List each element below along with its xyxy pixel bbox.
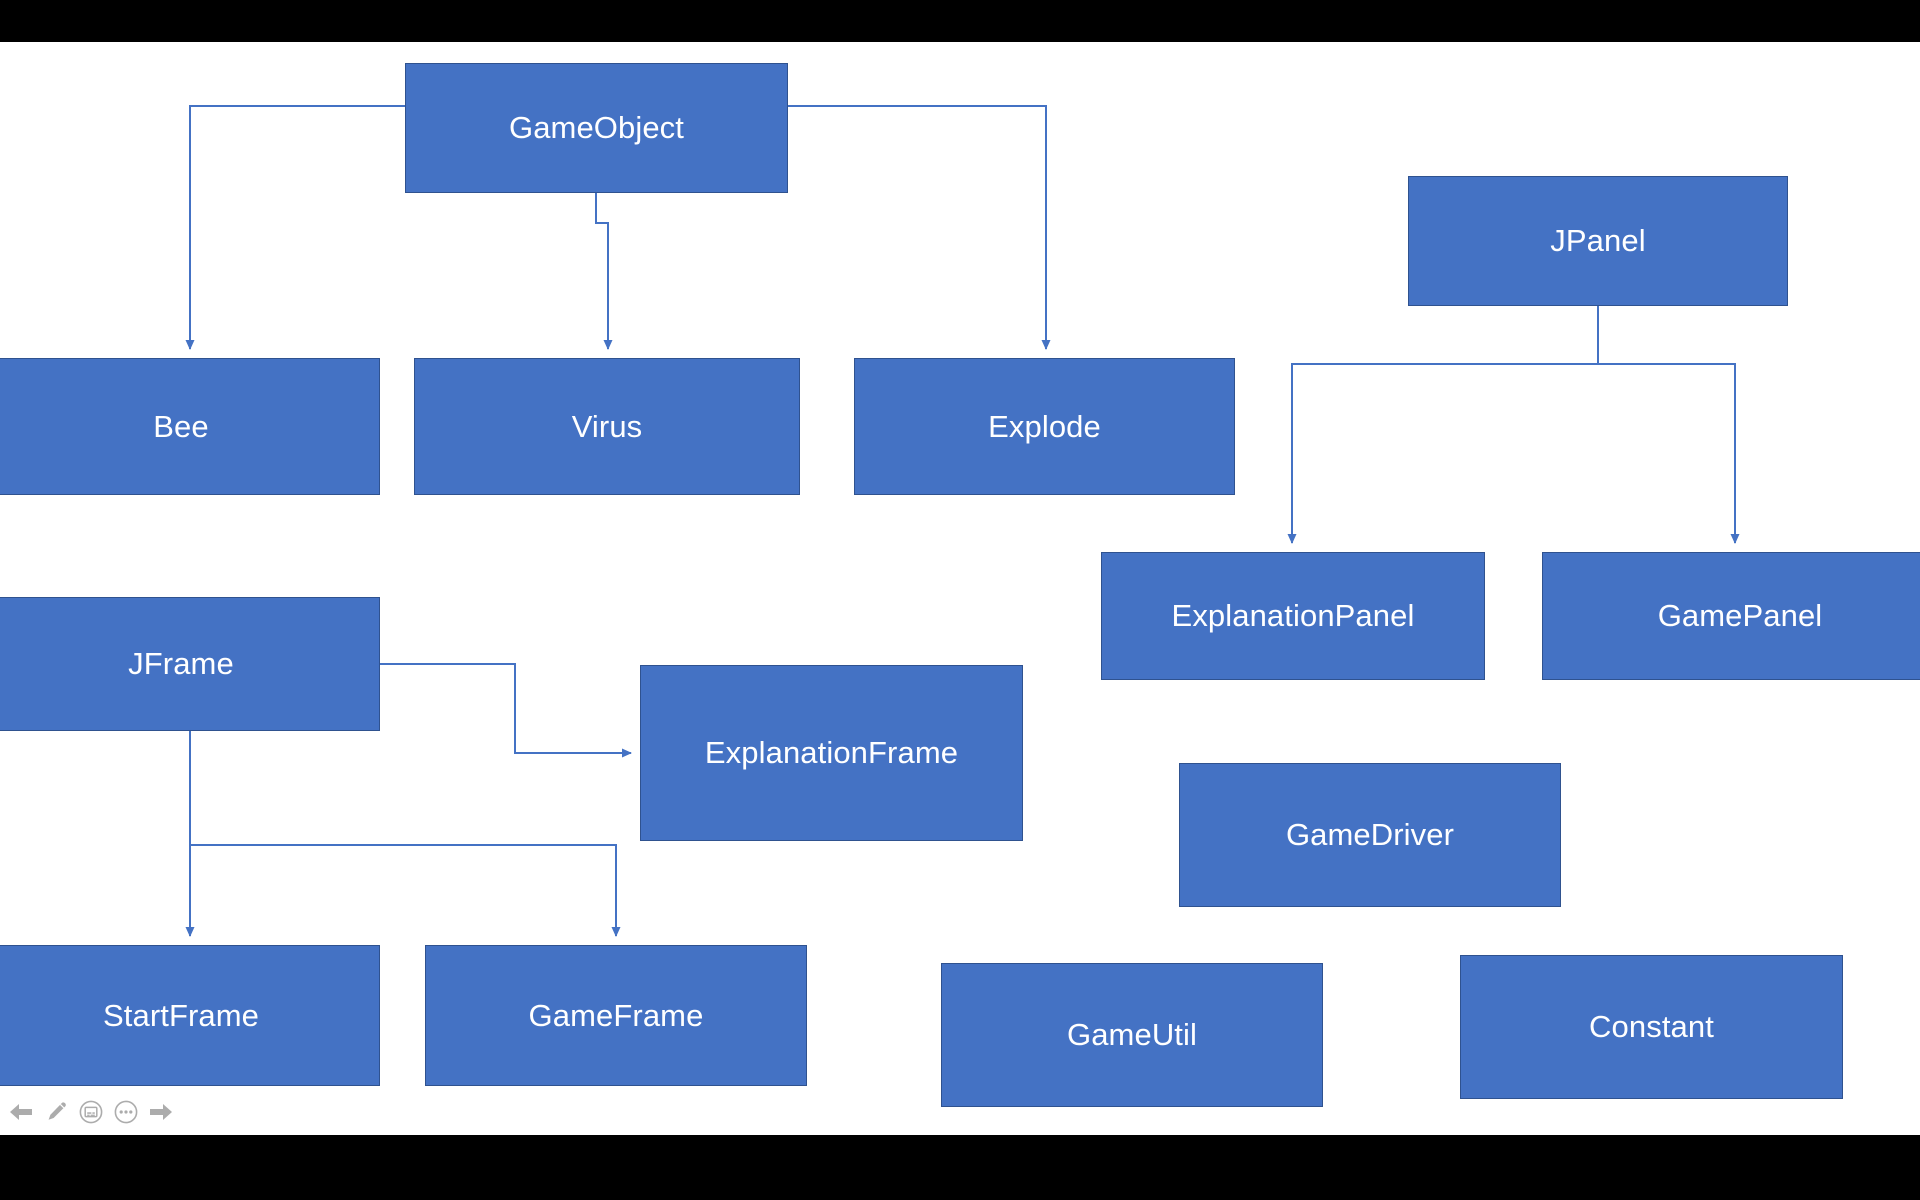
letterbox-top: [0, 0, 1920, 42]
next-arrow-icon[interactable]: [148, 1099, 174, 1125]
connector-jpanel-to-gamepanel: [1597, 306, 1740, 544]
node-label: GameUtil: [1067, 1017, 1197, 1053]
node-explanationpanel[interactable]: ExplanationPanel: [1101, 552, 1485, 680]
node-gameframe[interactable]: GameFrame: [425, 945, 807, 1086]
node-label: Bee: [153, 408, 209, 444]
node-label: Explode: [988, 408, 1101, 444]
node-jpanel[interactable]: JPanel: [1408, 176, 1788, 306]
node-label: ExplanationPanel: [1171, 598, 1415, 634]
node-label: Virus: [571, 408, 643, 444]
node-label: StartFrame: [102, 997, 260, 1033]
letterbox-bottom: [0, 1135, 1920, 1200]
slide-canvas: GameObject Bee Virus Explode JPanel Expl…: [0, 42, 1920, 1135]
more-options-icon[interactable]: [113, 1099, 139, 1125]
node-label: JPanel: [1550, 223, 1646, 259]
connector-jpanel-to-explanationpanel: [1287, 306, 1599, 544]
node-label: GamePanel: [1657, 598, 1823, 634]
node-gameobject[interactable]: GameObject: [405, 63, 788, 193]
node-gamepanel[interactable]: GamePanel: [1542, 552, 1920, 680]
node-label: GameFrame: [528, 997, 704, 1033]
node-constant[interactable]: Constant: [1460, 955, 1843, 1099]
node-label: Constant: [1589, 1009, 1714, 1045]
node-startframe[interactable]: StartFrame: [0, 945, 380, 1086]
node-label: ExplanationFrame: [704, 735, 959, 771]
node-gamedriver[interactable]: GameDriver: [1179, 763, 1561, 907]
node-explanationframe[interactable]: ExplanationFrame: [640, 665, 1023, 841]
node-label: JFrame: [128, 646, 234, 682]
pen-icon[interactable]: [43, 1099, 69, 1125]
connector-jframe-to-gameframe: [189, 731, 621, 937]
node-label: GameDriver: [1285, 817, 1455, 853]
connector-gameobject-to-virus: [595, 193, 613, 350]
connector-gameobject-to-explode: [788, 105, 1051, 350]
connector-jframe-to-explanationframe: [380, 663, 632, 758]
node-virus[interactable]: Virus: [414, 358, 800, 495]
previous-arrow-icon[interactable]: [8, 1099, 34, 1125]
node-jframe[interactable]: JFrame: [0, 597, 380, 731]
node-bee[interactable]: Bee: [0, 358, 380, 495]
node-explode[interactable]: Explode: [854, 358, 1235, 495]
node-gameutil[interactable]: GameUtil: [941, 963, 1323, 1107]
connector-gameobject-to-bee: [185, 105, 405, 350]
captions-icon[interactable]: [78, 1099, 104, 1125]
slideshow-toolbar[interactable]: [8, 1097, 174, 1127]
node-label: GameObject: [508, 110, 684, 146]
